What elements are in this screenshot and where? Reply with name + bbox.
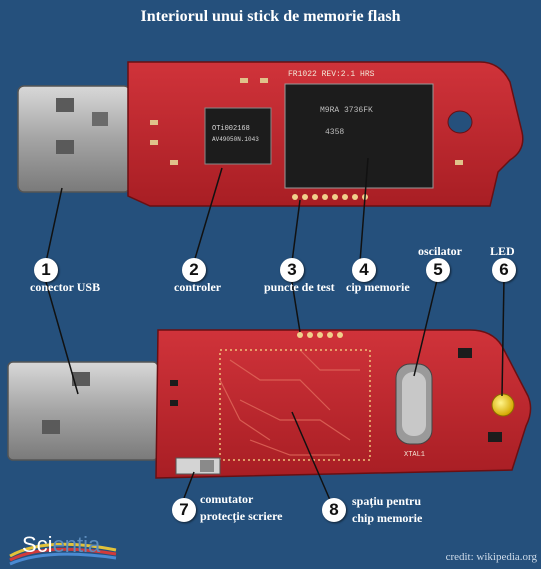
leader-3-top bbox=[291, 199, 301, 263]
top-pcb-marking: FR1022 REV:2.1 HRS bbox=[288, 70, 375, 79]
bottom-pcb bbox=[155, 329, 532, 479]
leader-5 bbox=[413, 275, 439, 377]
top-test-points bbox=[292, 194, 368, 200]
oscillator-marking: XTAL1 bbox=[404, 451, 425, 459]
leader-8 bbox=[291, 411, 331, 501]
memory-chip-label-2: 4358 bbox=[325, 128, 344, 137]
memory-chip-label: M9RA 3736FK bbox=[320, 106, 373, 115]
top-board: OTi002168 AV49050N.1043 M9RA 3736FK 4358… bbox=[17, 61, 524, 207]
credit-text: credit: wikipedia.org bbox=[445, 551, 537, 563]
badge-5: 5 bbox=[426, 258, 450, 282]
controller-chip-label: OTi002168 bbox=[212, 125, 250, 133]
leader-1-top bbox=[45, 187, 63, 263]
controller-chip-label-2: AV49050N.1043 bbox=[212, 136, 259, 143]
led bbox=[491, 393, 515, 417]
memory-chip-footprint bbox=[219, 349, 371, 461]
badge-7: 7 bbox=[172, 498, 196, 522]
bottom-usb-hole-2 bbox=[42, 420, 60, 434]
badge-2: 2 bbox=[182, 258, 206, 282]
top-pcb-hole bbox=[447, 110, 473, 134]
label-test-points: puncte de test bbox=[264, 280, 335, 294]
write-protect-knob bbox=[200, 460, 214, 472]
diagram-title: Interiorul unui stick de memorie flash bbox=[140, 8, 401, 25]
leader-4 bbox=[359, 157, 369, 263]
leader-3-bottom bbox=[291, 281, 301, 333]
logo-text-part1: Sci bbox=[22, 532, 53, 557]
badge-8: 8 bbox=[322, 498, 346, 522]
label-write-protect-line1: comutator bbox=[200, 492, 254, 506]
label-write-protect-line2: protecție scriere bbox=[200, 509, 283, 523]
top-small-components bbox=[150, 78, 463, 165]
leader-1-bottom bbox=[45, 281, 79, 395]
bottom-test-points bbox=[297, 332, 343, 338]
leader-lines bbox=[45, 157, 505, 501]
label-chip-space-line1: spațiu pentru bbox=[352, 494, 422, 508]
label-usb-connector: conector USB bbox=[30, 280, 101, 294]
label-memory-chip: cip memorie bbox=[346, 280, 410, 294]
logo-text-part2: entia bbox=[52, 532, 101, 557]
oscillator-inner bbox=[402, 372, 426, 436]
leader-7 bbox=[183, 471, 195, 499]
badge-4: 4 bbox=[352, 258, 376, 282]
top-usb-hole-3 bbox=[92, 112, 108, 126]
label-chip-space-line2: chip memorie bbox=[352, 511, 423, 525]
scientia-logo: Scientia bbox=[6, 526, 126, 566]
bottom-small-components bbox=[170, 348, 502, 442]
controller-chip bbox=[204, 107, 272, 165]
bottom-board: XTAL1 bbox=[7, 329, 532, 479]
bottom-usb-hole-1 bbox=[72, 372, 90, 386]
badge-3: 3 bbox=[280, 258, 304, 282]
memory-chip bbox=[284, 83, 434, 189]
label-oscillator: oscilator bbox=[418, 244, 462, 258]
badge-6: 6 bbox=[492, 258, 516, 282]
label-controller: controler bbox=[174, 280, 222, 294]
badge-1: 1 bbox=[34, 258, 58, 282]
label-led: LED bbox=[490, 244, 515, 258]
bottom-pcb-traces bbox=[219, 349, 360, 456]
leader-2 bbox=[193, 167, 223, 263]
leader-6 bbox=[501, 277, 505, 397]
top-usb-hole-1 bbox=[56, 98, 74, 112]
top-usb-hole-2 bbox=[56, 140, 74, 154]
